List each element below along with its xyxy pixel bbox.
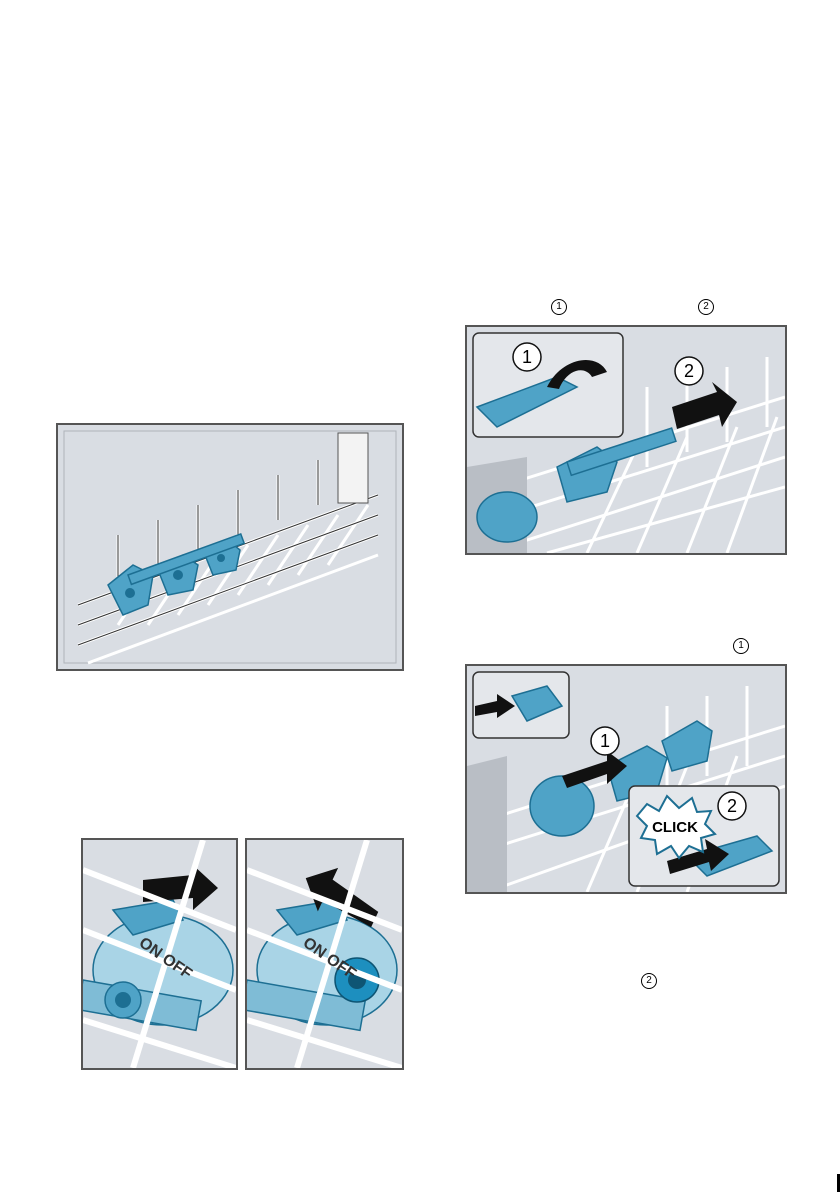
marker-step-2-bottom: 2	[641, 971, 657, 989]
marker-step-2-top: 2	[698, 297, 714, 315]
step-2-label: 2	[727, 796, 737, 816]
click-label: CLICK	[652, 819, 698, 836]
step-2-label: 2	[684, 361, 694, 381]
figure-switch-on: ON OFF	[81, 838, 238, 1070]
figure-remove-unit: 1 2	[465, 325, 787, 555]
switch-off-illustration: ON OFF	[247, 840, 402, 1068]
figure-rack-overview	[56, 423, 404, 671]
figure-insert-unit: 1 CLICK 2	[465, 664, 787, 894]
marker-step-1-middle: 1	[733, 636, 749, 654]
insert-unit-illustration: 1 CLICK 2	[467, 666, 785, 892]
step-1-label: 1	[522, 347, 532, 367]
switch-on-illustration: ON OFF	[83, 840, 236, 1068]
remove-unit-illustration: 1 2	[467, 327, 785, 553]
marker-step-1-top: 1	[551, 297, 567, 315]
figure-switch-off: ON OFF	[245, 838, 404, 1070]
step-1-label: 1	[600, 731, 610, 751]
rack-overview-illustration	[58, 425, 402, 669]
